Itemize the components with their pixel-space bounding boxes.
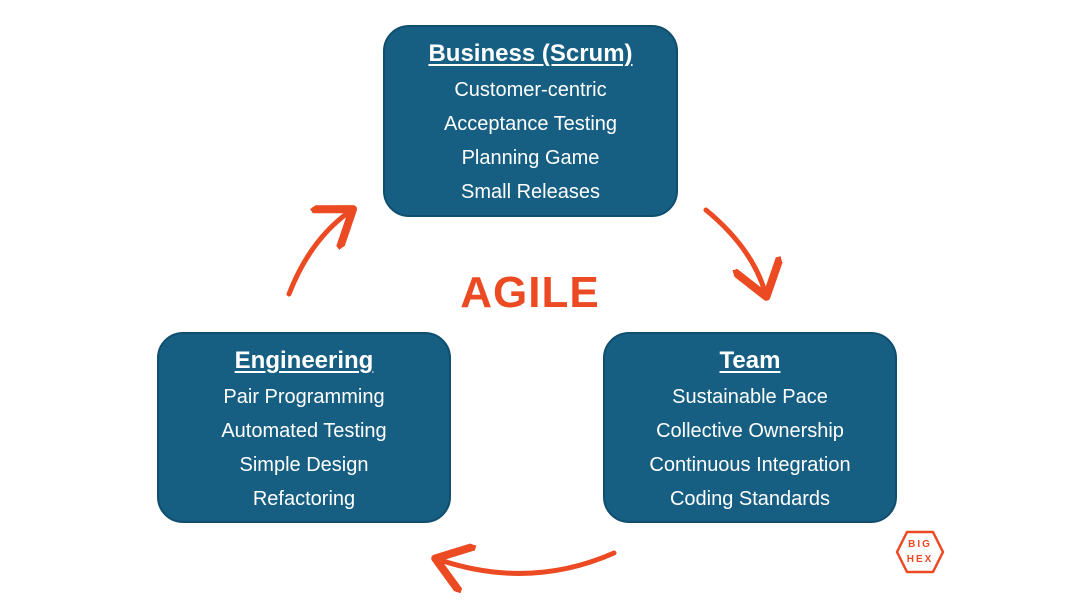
arrow-team-to-engineering [440,553,617,573]
bighex-logo: BIG HEX [895,530,945,574]
team-item-list: Sustainable Pace Collective Ownership Co… [605,380,895,516]
engineering-item-list: Pair Programming Automated Testing Simpl… [159,380,449,516]
team-item: Continuous Integration [649,454,851,476]
engineering-item: Pair Programming [223,386,385,408]
logo-text-top: BIG [908,539,932,550]
business-item: Small Releases [461,181,600,203]
team-item: Sustainable Pace [672,386,828,408]
team-item: Coding Standards [669,488,831,510]
business-title: Business (Scrum) [428,40,633,67]
business-box: Business (Scrum) Customer-centric Accept… [383,25,678,217]
team-item: Collective Ownership [656,420,844,442]
business-item: Acceptance Testing [443,113,618,135]
arrow-engineering-to-business [286,212,349,297]
engineering-box: Engineering Pair Programming Automated T… [157,332,451,523]
business-item: Customer-centric [454,79,607,101]
business-item: Planning Game [461,147,600,169]
team-box: Team Sustainable Pace Collective Ownersh… [603,332,897,523]
team-title: Team [719,347,781,374]
engineering-item: Simple Design [239,454,369,476]
engineering-item: Automated Testing [221,420,387,442]
engineering-title: Engineering [234,347,374,374]
hexagon-icon [895,530,945,574]
agile-label: AGILE [460,268,600,317]
arrow-business-to-team [703,207,765,292]
engineering-item: Refactoring [252,488,356,510]
logo-text-bottom: HEX [906,554,934,565]
business-item-list: Customer-centric Acceptance Testing Plan… [385,73,676,209]
